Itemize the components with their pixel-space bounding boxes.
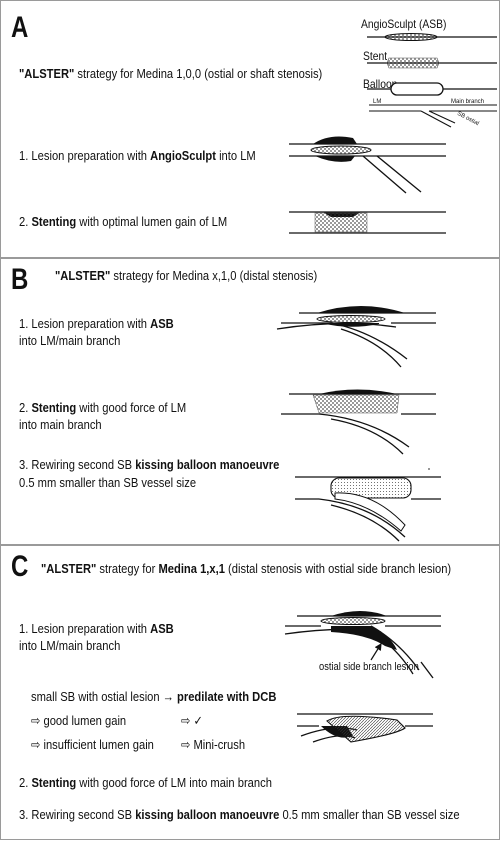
- panel-b-dot: [428, 468, 430, 470]
- panel-a-title: "ALSTER" strategy for Medina 1,0,0 (osti…: [19, 66, 323, 81]
- panel-c-dcb-balloon: [326, 715, 406, 743]
- panel-c-insufficient-gain: ⇨ insufficient lumen gain: [31, 737, 154, 752]
- panel-b-graphics: [276, 306, 441, 542]
- panel-b: B "ALSTER" strategy for Medina x,1,0 (di…: [0, 258, 500, 545]
- legend-balloon-label: Balloon: [363, 77, 398, 91]
- panel-c-step1-vessel: [284, 615, 441, 679]
- panel-b-step1-lesion: [317, 306, 405, 313]
- panel-b-step1-lesion-bottom: [321, 323, 379, 327]
- legend-stent-icon: [367, 57, 497, 69]
- panel-c-letter: C: [11, 550, 29, 583]
- legend-main-branch-label: Main branch: [451, 99, 485, 105]
- panel-c-good-result: ⇨ ✓: [181, 713, 203, 728]
- panel-c-step3: 3. Rewiring second SB kissing balloon ma…: [19, 807, 460, 822]
- panel-b-step3-side-balloon: [334, 492, 406, 532]
- legend-balloon-icon: [367, 82, 497, 96]
- panel-c-annotation: ostial side branch lesion: [319, 661, 419, 673]
- legend-lm-label: LM: [373, 99, 382, 105]
- panel-a-graphics: [289, 33, 497, 234]
- panel-a-step2: 2. Stenting with optimal lumen gain of L…: [19, 214, 228, 229]
- panel-a-step1-asb: [310, 145, 372, 155]
- panel-a-step2-stent: [314, 212, 368, 233]
- legend-asb-icon: [367, 33, 497, 41]
- panel-c-small-sb: small SB with ostial lesion → predilate …: [31, 689, 277, 704]
- panel-c-title: "ALSTER" strategy for Medina 1,x,1 (dist…: [41, 561, 452, 576]
- panel-b-step3-balloon: [330, 477, 412, 499]
- panel-a-step1-lesion-bottom: [315, 156, 355, 162]
- panel-a-step1: 1. Lesion preparation with AngioSculpt i…: [19, 148, 256, 163]
- legend-asb-label: AngioSculpt (ASB): [361, 17, 447, 31]
- panel-a: A "ALSTER" strategy for Medina 1,0,0 (os…: [0, 0, 500, 258]
- legend-vessel-icon: [369, 104, 497, 128]
- panel-b-step3: 3. Rewiring second SB kissing balloon ma…: [19, 457, 280, 472]
- panel-c-annotation-arrow: [370, 642, 382, 661]
- panel-c-step1-lesion-side: [331, 626, 397, 650]
- panel-b-step2-vessel: [281, 393, 436, 455]
- panel-c-step2: 2. Stenting with good force of LM into m…: [19, 775, 272, 790]
- panel-c-insufficient-result: ⇨ Mini-crush: [181, 737, 246, 752]
- panel-b-step2: 2. Stenting with good force of LM into m…: [19, 400, 187, 432]
- panel-a-letter: A: [11, 11, 29, 44]
- panel-b-step1: 1. Lesion preparation with ASB into LM/m…: [19, 316, 174, 348]
- panel-b-step2-lesion: [319, 389, 397, 394]
- panel-c: C "ALSTER" strategy for Medina 1,x,1 (di…: [0, 545, 500, 840]
- legend-stent-label: Stent: [363, 49, 388, 63]
- panel-c-graphics: [284, 611, 441, 743]
- panel-c-step1-asb: [320, 617, 386, 625]
- panel-b-step3-vessel: [295, 476, 441, 542]
- panel-c-good-gain: ⇨ good lumen gain: [31, 713, 127, 728]
- panel-b-step3-line2: 0.5 mm smaller than SB vessel size: [19, 475, 197, 490]
- panel-b-title: "ALSTER" strategy for Medina x,1,0 (dist…: [55, 268, 318, 283]
- panel-c-step1: 1. Lesion preparation with ASB into LM/m…: [19, 621, 174, 653]
- panel-a-step1-lesion-top: [313, 136, 357, 144]
- panel-b-step1-asb: [316, 315, 386, 323]
- panel-b-step2-stent: [312, 394, 400, 414]
- panel-b-letter: B: [11, 263, 29, 296]
- panel-a-step2-vessel: [289, 211, 446, 234]
- panel-c-step1-lesion-top: [331, 611, 387, 616]
